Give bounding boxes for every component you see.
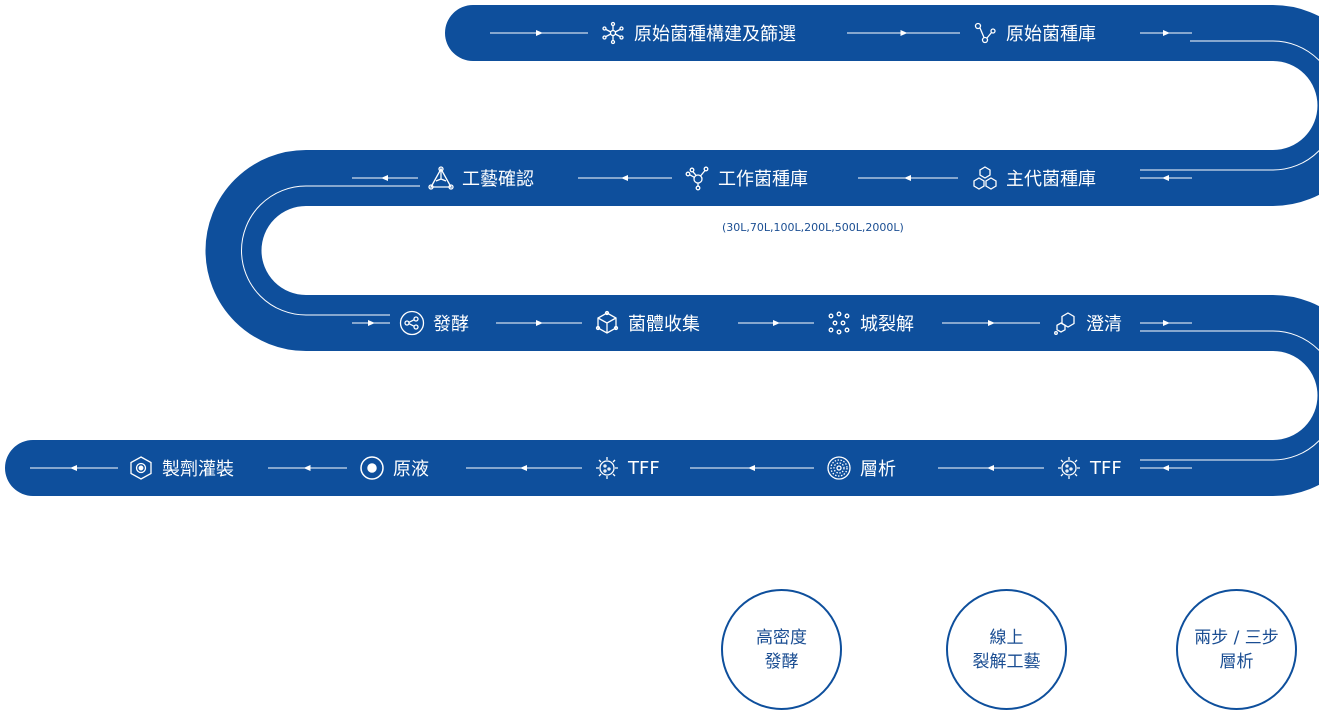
feature-line: 發酵 — [764, 651, 799, 672]
feature-high-density: 高密度 發酵 — [721, 589, 842, 710]
step-fermentation: 發酵 — [399, 308, 469, 338]
step-label: 澄清 — [1086, 314, 1122, 335]
arrowhead — [900, 30, 908, 36]
arrowhead — [1163, 30, 1170, 36]
serpentine-track — [5, 5, 1319, 496]
texture-disc-icon — [826, 455, 852, 481]
cube-nodes-icon — [594, 310, 620, 336]
arrowhead — [1162, 175, 1169, 181]
step-process-confirmation: 工藝確認 — [428, 163, 534, 193]
arrowhead — [988, 320, 995, 326]
arrowhead — [773, 320, 780, 326]
arrowhead — [520, 465, 527, 471]
feature-chromatography-steps: 兩步 / 三步 層析 — [1176, 589, 1297, 710]
step-tff-1: TFF — [1056, 453, 1122, 483]
network-node-icon — [684, 165, 710, 191]
step-label: 城裂解 — [860, 314, 914, 335]
arrowhead — [621, 175, 628, 181]
curve-rails — [241, 40, 1319, 461]
virus-burst-icon — [1056, 455, 1082, 481]
ring-dot-icon — [359, 455, 385, 481]
feature-line: 兩步 / 三步 — [1194, 627, 1279, 648]
step-label: 原始菌種構建及篩選 — [634, 24, 796, 45]
arrowhead — [303, 465, 311, 471]
arrowhead — [536, 30, 543, 36]
step-label: 發酵 — [433, 314, 469, 335]
feature-line: 裂解工藝 — [972, 651, 1041, 672]
arrowhead — [70, 465, 77, 471]
step-lysis: 城裂解 — [826, 308, 914, 338]
step-tff-2: TFF — [594, 453, 660, 483]
virus-burst-icon — [594, 455, 620, 481]
step-label: 製劑灌裝 — [162, 459, 234, 480]
scale-note: (30L,70L,100L,200L,500L,2000L) — [722, 221, 904, 234]
hexagon-cluster-icon — [972, 165, 998, 191]
molecule-branch-icon — [972, 20, 998, 46]
arrowhead — [381, 175, 388, 181]
triangle-nodes-icon — [428, 165, 454, 191]
step-bulk-drug: 原液 — [359, 453, 429, 483]
step-label: 工作菌種庫 — [718, 169, 808, 190]
step-chromatography: 層析 — [826, 453, 896, 483]
step-label: 原始菌種庫 — [1006, 24, 1096, 45]
arrowhead — [748, 465, 755, 471]
feature-line: 高密度 — [756, 627, 807, 648]
step-fill-finish: 製劑灌裝 — [128, 453, 234, 483]
arrowhead — [1163, 320, 1170, 326]
circle-molecule-icon — [399, 310, 425, 336]
step-cell-harvest: 菌體收集 — [594, 308, 700, 338]
step-strain-construction: 原始菌種構建及篩選 — [600, 18, 796, 48]
arrowhead — [1162, 465, 1169, 471]
feature-line: 線上 — [989, 627, 1024, 648]
step-label: TFF — [628, 457, 660, 479]
step-primary-bank: 原始菌種庫 — [972, 18, 1096, 48]
feature-line: 層析 — [1219, 651, 1254, 672]
step-label: 原液 — [393, 459, 429, 480]
step-label: 主代菌種庫 — [1006, 169, 1096, 190]
arrowhead — [368, 320, 375, 326]
hexagon-link-icon — [1052, 310, 1078, 336]
step-working-bank: 工作菌種庫 — [684, 163, 808, 193]
step-master-bank: 主代菌種庫 — [972, 163, 1096, 193]
hex-target-icon — [128, 455, 154, 481]
arrowhead — [536, 320, 543, 326]
arrowhead — [904, 175, 911, 181]
step-clarification: 澄清 — [1052, 308, 1122, 338]
step-label: 工藝確認 — [462, 169, 534, 190]
step-label: 層析 — [860, 459, 896, 480]
step-label: 菌體收集 — [628, 314, 700, 335]
scatter-dots-icon — [826, 310, 852, 336]
feature-online-lysis: 線上 裂解工藝 — [946, 589, 1067, 710]
arrowhead — [987, 465, 994, 471]
snowflake-cells-icon — [600, 20, 626, 46]
connector-lines — [30, 30, 1192, 471]
step-label: TFF — [1090, 457, 1122, 479]
